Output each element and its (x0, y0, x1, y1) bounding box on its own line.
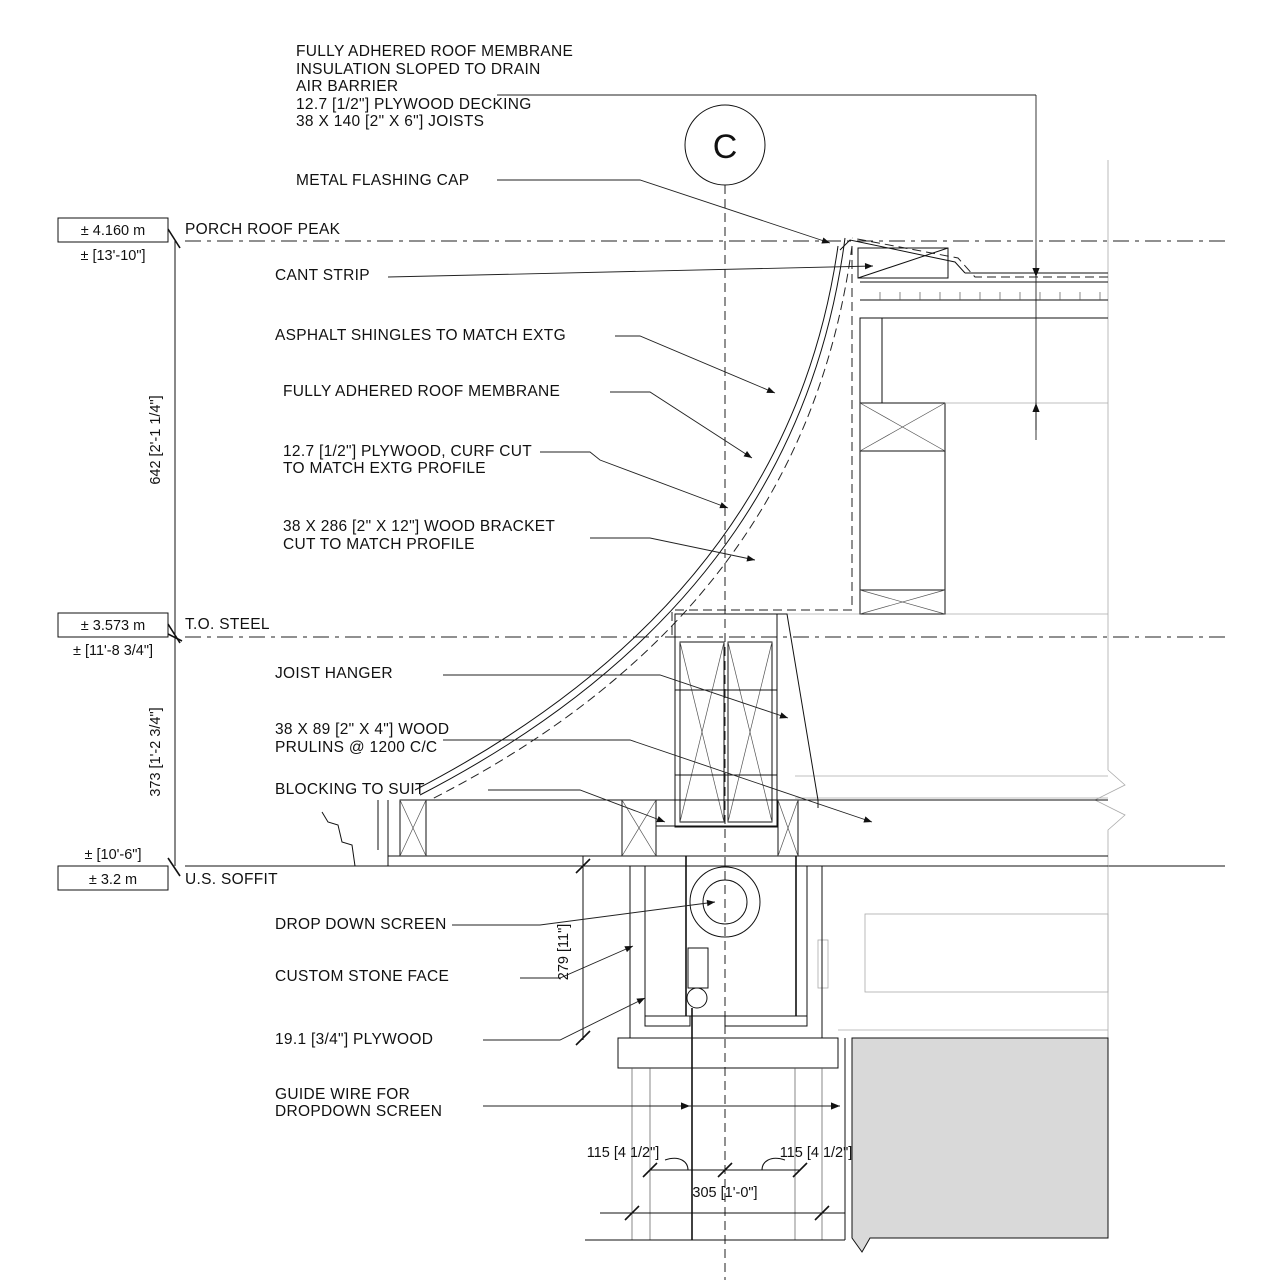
elevation-steel-label: T.O. STEEL (185, 616, 270, 633)
dim-roof-height: 642 [2'-1 1/4"] (148, 395, 164, 484)
note-line: FULLY ADHERED ROOF MEMBRANE (296, 43, 573, 60)
dim-steel-height: 373 [1'-2 3/4"] (148, 707, 164, 796)
existing-building (785, 160, 1126, 1253)
purlins-note-line2: PRULINS @ 1200 C/C (275, 739, 437, 756)
elevation-soffit-imperial: ± [10'-6"] (85, 847, 142, 863)
elevation-peak-metric: ± 4.160 m (81, 223, 145, 239)
plywood-note-line2: TO MATCH EXTG PROFILE (283, 460, 486, 477)
soffit-assembly (321, 799, 1108, 867)
elevation-steel-metric: ± 3.573 m (81, 618, 145, 634)
plywood-note-line1: 12.7 [1/2"] PLYWOOD, CURF CUT (283, 443, 532, 460)
guide-wire-note-line2: DROPDOWN SCREEN (275, 1103, 442, 1120)
note-line: INSULATION SLOPED TO DRAIN (296, 61, 541, 78)
guide-wire-note-line1: GUIDE WIRE FOR (275, 1086, 410, 1103)
roof-assembly-note: FULLY ADHERED ROOF MEMBRANE INSULATION S… (296, 43, 573, 130)
blocking-note: BLOCKING TO SUIT (275, 781, 425, 798)
section-bubble (684, 104, 766, 1280)
flashing-note: METAL FLASHING CAP (296, 172, 469, 189)
note-line: 12.7 [1/2"] PLYWOOD DECKING (296, 96, 532, 113)
section-marker-label: C (713, 128, 738, 166)
elevation-peak-imperial: ± [13'-10"] (80, 248, 145, 264)
dim-left-offset: 115 [4 1/2"] (587, 1145, 660, 1161)
note-line: 38 X 140 [2" X 6"] JOISTS (296, 113, 484, 130)
cant-strip-note: CANT STRIP (275, 267, 370, 284)
screen-note: DROP DOWN SCREEN (275, 916, 447, 933)
shingles-note: ASPHALT SHINGLES TO MATCH EXTG (275, 327, 566, 344)
joist-hanger-note: JOIST HANGER (275, 665, 393, 682)
bottom-dimensions (575, 856, 845, 1221)
elevation-peak-label: PORCH ROOF PEAK (185, 221, 341, 238)
elevation-steel-imperial: ± [11'-8 3/4"] (73, 643, 153, 659)
steel-beam (674, 613, 819, 828)
bracket-note-line2: CUT TO MATCH PROFILE (283, 536, 475, 553)
elevation-markers (57, 217, 183, 891)
purlins-note-line1: 38 X 89 [2" X 4"] WOOD (275, 721, 449, 738)
membrane-note: FULLY ADHERED ROOF MEMBRANE (283, 383, 560, 400)
dim-right-offset: 115 [4 1/2"] (780, 1145, 853, 1161)
plywood-34-note: 19.1 [3/4"] PLYWOOD (275, 1031, 433, 1048)
note-line: AIR BARRIER (296, 78, 398, 95)
bracket-note-line1: 38 X 286 [2" X 12"] WOOD BRACKET (283, 518, 555, 535)
dim-box-width: 305 [1'-0"] (692, 1185, 757, 1201)
elevation-soffit-label: U.S. SOFFIT (185, 871, 278, 888)
leader-lines (387, 179, 874, 1110)
stone-face-note: CUSTOM STONE FACE (275, 968, 449, 985)
dim-box-height: 279 [11"] (556, 924, 572, 980)
bracket-profile (414, 237, 853, 801)
roof-assembly (497, 94, 1108, 615)
elevation-soffit-metric: ± 3.2 m (89, 872, 137, 888)
